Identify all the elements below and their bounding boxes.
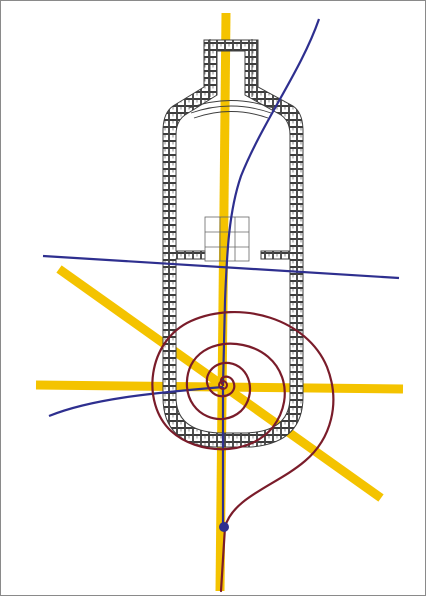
blue-curve-lower	[49, 387, 223, 416]
yellow-bars	[36, 13, 403, 591]
blue-curve-upper	[223, 19, 319, 386]
blue-dot	[219, 522, 229, 532]
